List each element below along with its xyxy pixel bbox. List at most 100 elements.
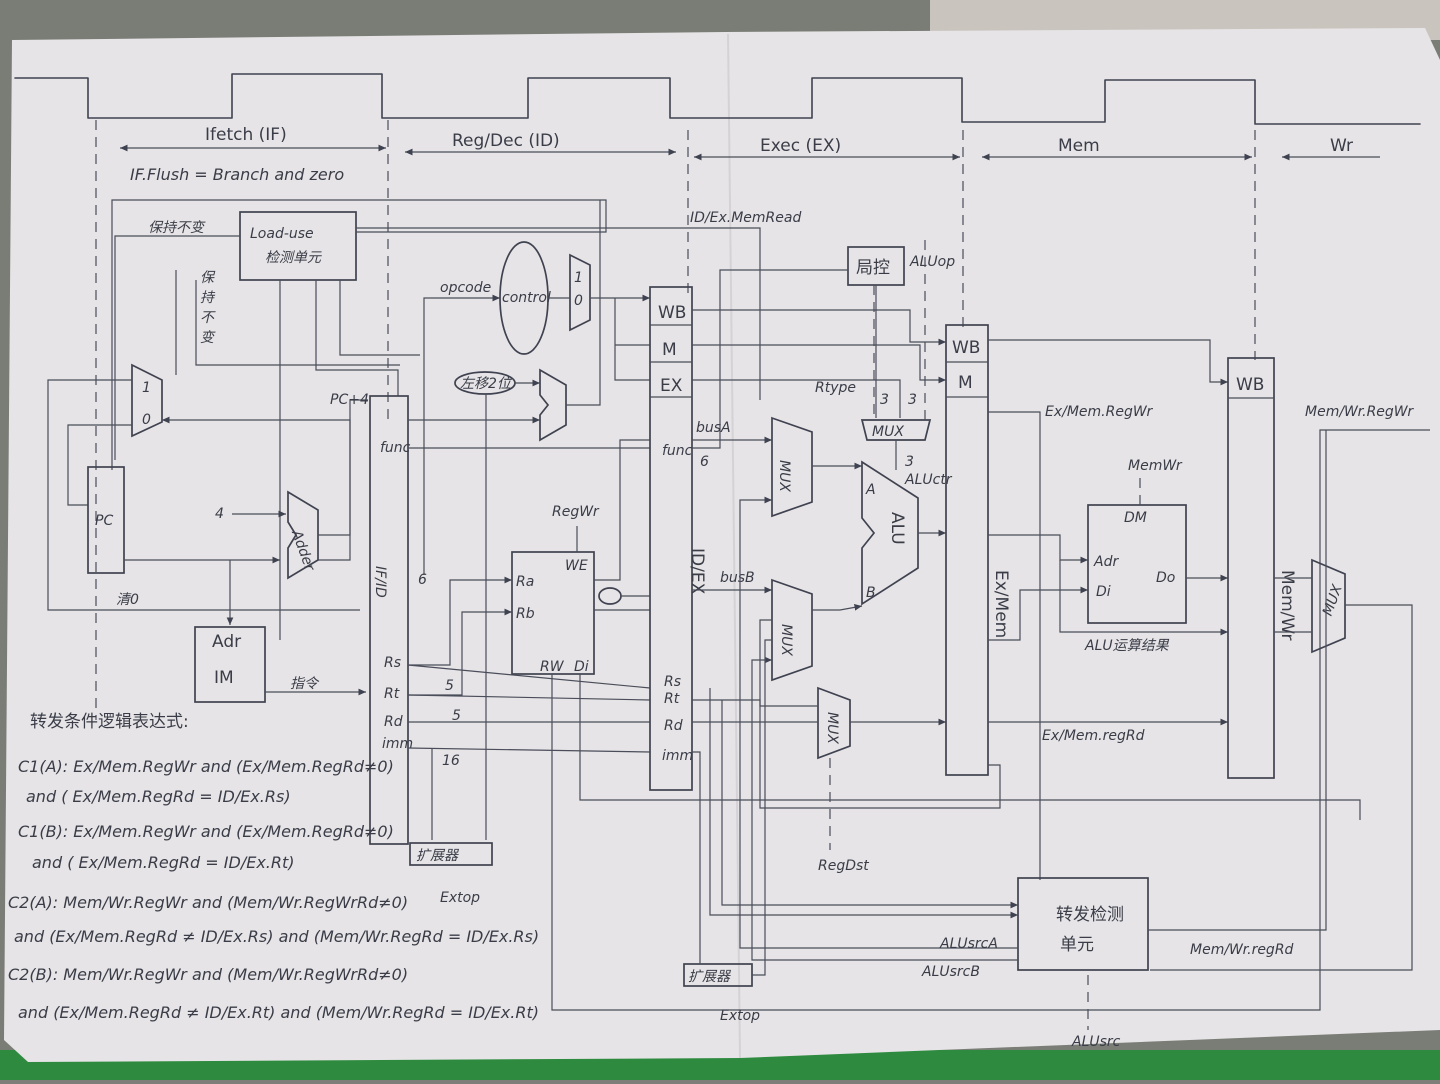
paper-fold	[727, 33, 741, 1059]
alu-mux-a-label: MUX	[776, 460, 792, 492]
control-mux	[569, 253, 591, 332]
wire-exmem-fwd	[759, 619, 1001, 809]
id-ex-m: M	[662, 340, 677, 360]
dm-label: DM	[1124, 510, 1147, 526]
bits-rtype: 3	[880, 392, 889, 408]
alu-mux-b	[771, 578, 813, 682]
regfile-ra: Ra	[516, 574, 534, 590]
hold-note: 保持不变	[148, 220, 206, 236]
wire-memwr-rd-fwd	[1148, 430, 1327, 931]
wire-writeback-rw	[551, 429, 1430, 1011]
alu-in-b: B	[866, 585, 876, 601]
alu-label: ALU	[887, 512, 907, 545]
wire-fwd-b	[751, 656, 1018, 961]
load-use-label-1: Load-use	[250, 226, 314, 242]
control-mux-in0: 0	[574, 293, 583, 309]
ex-mem-label: Ex/Mem	[991, 570, 1011, 638]
wire-rt-idex	[407, 694, 651, 701]
control-mux-in1: 1	[574, 270, 583, 286]
bits-rs: 5	[445, 678, 454, 694]
alu-mux-a	[771, 416, 813, 518]
bits-rt: 5	[452, 708, 461, 724]
pc-mux-in0: 0	[142, 412, 151, 428]
extender-ex-label: 扩展器	[688, 969, 732, 985]
shift-label: 左移2位	[460, 376, 513, 392]
formula-line-4: and ( Ex/Mem.RegRd = ID/Ex.Rt)	[32, 853, 295, 872]
wire-loaduse-rs	[315, 280, 399, 396]
control-label: control	[502, 290, 551, 306]
extender-id	[409, 842, 493, 866]
field-rd: Rd	[384, 714, 403, 730]
hold-note-v2: 持	[200, 290, 216, 306]
im-adr-label: Adr	[212, 632, 241, 652]
wire-busa	[594, 439, 650, 581]
alusrca-label: ALUsrcA	[939, 936, 998, 952]
regdst-mux	[817, 686, 851, 760]
wire-wb-mux-in	[1274, 577, 1312, 633]
wire-writeback-di	[579, 674, 1361, 820]
id-ex-ex: EX	[660, 376, 683, 396]
field-rs: Rs	[384, 655, 401, 671]
dm-do: Do	[1156, 570, 1175, 586]
alu-result-label: ALU运算结果	[1084, 638, 1170, 654]
instruction-memory	[194, 626, 266, 703]
wb-mux	[1311, 558, 1346, 654]
pc-mux-in1: 1	[142, 380, 151, 396]
branch-adder	[539, 368, 567, 442]
formula-line-7: C2(B): Mem/Wr.RegWr and (Mem/Wr.RegWrRd≠…	[8, 965, 408, 984]
aluop-label: ALUop	[909, 254, 955, 270]
wire-control-split	[614, 298, 650, 381]
extop-ex-label: Extop	[720, 1008, 760, 1024]
pc-adder	[287, 490, 319, 580]
busa-label: busA	[696, 420, 731, 436]
alusrc-label: ALUsrc	[1071, 1034, 1121, 1050]
hold-note-v4: 变	[200, 330, 216, 346]
extender-id-label: 扩展器	[416, 848, 460, 864]
pc4-label: PC+4	[330, 392, 369, 408]
mem-wr-label: Mem/Wr	[1277, 570, 1297, 640]
dm-di: Di	[1096, 584, 1111, 600]
load-use-label-2: 检测单元	[265, 250, 322, 266]
id-ex-rs: Rs	[664, 674, 681, 690]
wire-imm-idex	[407, 747, 651, 753]
forwarding-label-2: 单元	[1060, 935, 1094, 955]
ex-mem-regrd-label: Ex/Mem.regRd	[1042, 728, 1145, 744]
forwarding-unit	[1017, 877, 1149, 971]
stage-label-mem: Mem	[1058, 136, 1100, 156]
forwarding-label-1: 转发检测	[1056, 905, 1124, 925]
clear0-label: 清0	[116, 592, 139, 608]
ex-mem-register	[945, 324, 989, 776]
regfile-rw: RW	[540, 659, 565, 675]
pc-register	[87, 466, 125, 574]
bits-func: 6	[700, 454, 709, 470]
wire-rt-fwd	[721, 700, 1018, 909]
formula-line-8: and (Ex/Mem.RegRd ≠ ID/Ex.Rt) and (Mem/W…	[18, 1003, 539, 1022]
wire-pc-loop	[47, 379, 360, 611]
wire-branch-target	[566, 200, 601, 406]
stage-label-id: Reg/Dec (ID)	[452, 131, 560, 151]
instr-label: 指令	[290, 676, 320, 692]
formula-line-5: C2(A): Mem/Wr.RegWr and (Mem/Wr.RegWrRd≠…	[8, 893, 408, 912]
wire-wb-memwr	[988, 339, 1228, 386]
dm-adr: Adr	[1093, 554, 1119, 570]
extop-id-label: Extop	[440, 890, 480, 906]
wire-mux-alub	[812, 604, 863, 611]
wire-alu-dm	[988, 534, 1088, 564]
formula-line-3: C1(B): Ex/Mem.RegWr and (Ex/Mem.RegRd≠0)	[18, 822, 394, 841]
opcode-label: opcode	[440, 280, 491, 296]
bits-imm: 16	[442, 753, 460, 769]
flush-note: IF.Flush = Branch and zero	[130, 165, 344, 184]
alu-in-a: A	[865, 482, 876, 498]
id-ex-rt: Rt	[664, 691, 680, 707]
stage-label-wr: Wr	[1330, 136, 1353, 156]
if-id-register	[369, 395, 409, 845]
aluctr-label: ALUctr	[904, 472, 953, 488]
wire-rs-ra	[408, 576, 512, 666]
wire-imm-ext2	[692, 751, 701, 964]
alu-mux-b-label: MUX	[778, 624, 794, 656]
memread-label: ID/Ex.MemRead	[690, 210, 801, 226]
wire-b-dm	[988, 586, 1088, 641]
hold-note-v1: 保	[200, 270, 216, 286]
